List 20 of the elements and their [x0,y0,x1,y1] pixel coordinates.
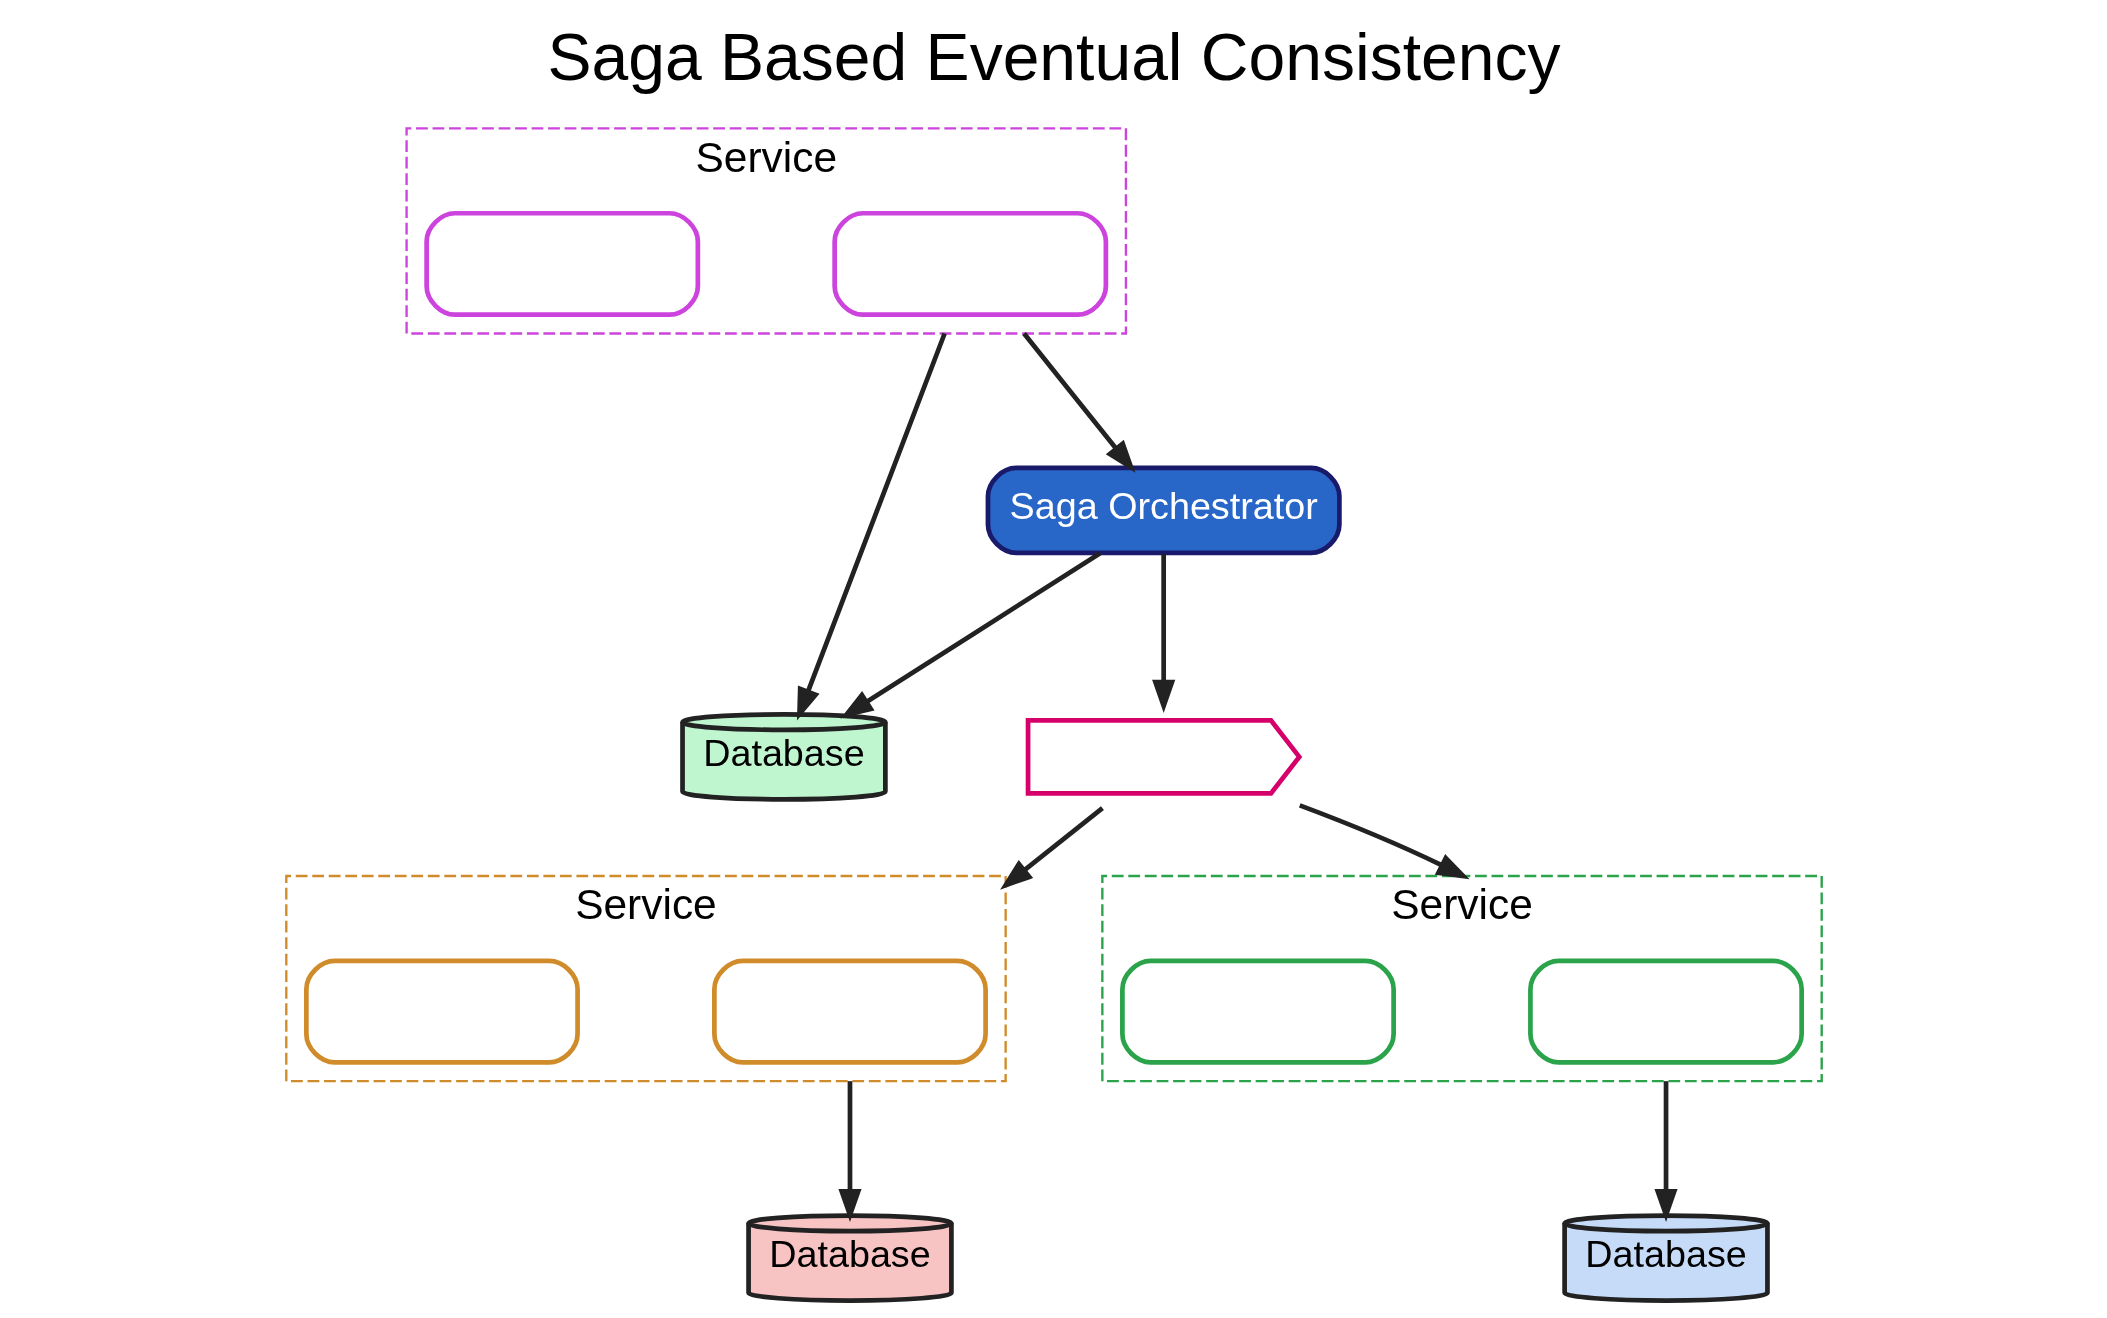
cluster: Service [1100,874,1823,1083]
cluster: Service [404,127,1127,335]
node-box: Saga Orchestrator [985,465,1342,556]
node-box [1119,958,1396,1065]
node-box [1527,958,1804,1065]
node-queue [1025,717,1302,796]
diagram-title: Saga Based Eventual Consistency [547,19,1560,94]
arrow [999,806,1104,890]
arrow [796,332,947,721]
node-box [711,958,988,1065]
arrow [1151,553,1175,713]
node-box [831,210,1108,318]
cluster: Service [284,874,1007,1083]
arrow [1653,1081,1678,1223]
arrow [1021,332,1135,473]
node-box [303,958,580,1065]
arrow [1298,803,1470,880]
node-box [423,210,700,318]
arrow [839,551,1101,719]
arrow [837,1081,862,1223]
